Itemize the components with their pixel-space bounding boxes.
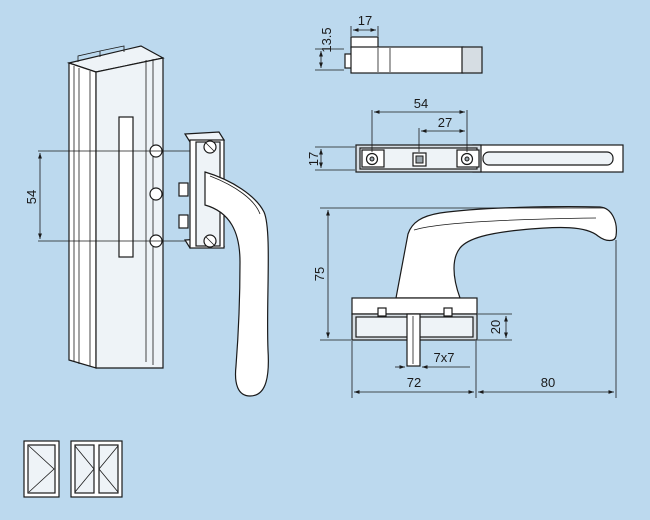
handle-front-view (351, 206, 617, 367)
dim-base-width-72: 72 (351, 341, 477, 398)
spindle-top-view (344, 36, 483, 74)
dim-label-top-view-height: 13.5 (319, 27, 334, 52)
double-casement-window-icon (70, 440, 123, 498)
dim-label-spindle-size: 7x7 (434, 350, 455, 365)
dim-lever-length-80: 80 (478, 240, 617, 398)
dim-label-frame-hole-spacing: 54 (24, 190, 39, 204)
dim-label-base-width: 72 (407, 375, 421, 390)
dim-label-lever-length: 80 (541, 375, 555, 390)
dim-top-view-width: 17 (350, 13, 379, 36)
base-plan-view (355, 144, 624, 173)
dim-hole-spacing-54: 54 (371, 96, 468, 152)
dim-spindle-7x7: 7x7 (395, 350, 470, 369)
dim-top-view-height: 13.5 (315, 27, 344, 71)
frame-profile (38, 45, 192, 369)
dim-label-base-height: 17 (306, 152, 321, 166)
dim-label-hole-offset: 27 (438, 115, 452, 130)
dim-hole-offset-27: 27 (418, 115, 465, 152)
dim-label-hole-spacing-top: 54 (414, 96, 428, 111)
dim-label-top-view-width: 17 (358, 13, 372, 28)
handle-side-view (178, 131, 269, 397)
dim-base-thickness-20: 20 (478, 313, 512, 341)
dim-handle-height-75: 75 (312, 207, 605, 341)
dim-base-height-17: 17 (306, 146, 355, 171)
dim-label-handle-height: 75 (312, 267, 327, 281)
dim-frame-hole-spacing: 54 (24, 153, 42, 239)
single-casement-window-icon (23, 440, 60, 498)
dim-label-base-thickness: 20 (488, 320, 503, 334)
